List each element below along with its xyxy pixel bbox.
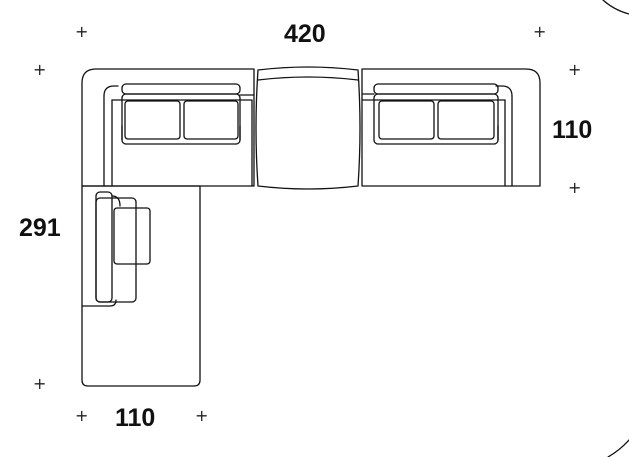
left-back-module [81, 68, 255, 187]
corner-mark: + [568, 178, 582, 197]
dimension-left-width: 110 [115, 404, 156, 432]
corner-mark: + [75, 22, 89, 41]
center-module [255, 66, 361, 190]
corner-mark: + [195, 406, 209, 425]
corner-mark: + [75, 406, 89, 425]
dimension-right-depth: 110 [552, 116, 593, 144]
corner-mark: + [33, 60, 47, 79]
back-cushion [95, 191, 113, 303]
corner-mark: + [33, 374, 47, 393]
corner-mark: + [533, 22, 547, 41]
dimension-overall-width: 420 [284, 20, 326, 48]
dimension-left-length: 291 [19, 214, 61, 242]
corner-curve-icon [607, 439, 629, 457]
chaise-module [81, 185, 201, 387]
seat-cushion [378, 100, 435, 140]
seat-cushion [124, 100, 181, 140]
back-cushion [121, 83, 241, 95]
back-cushion [121, 93, 241, 145]
corner-curve-icon [602, 0, 629, 15]
back-cushion [95, 197, 137, 303]
seat-cushion [183, 100, 239, 140]
corner-mark: + [568, 60, 582, 79]
back-cushion [373, 93, 499, 145]
back-cushion [373, 83, 499, 95]
seat-cushion [113, 207, 151, 265]
seat-cushion [437, 100, 495, 140]
right-module [361, 68, 541, 187]
